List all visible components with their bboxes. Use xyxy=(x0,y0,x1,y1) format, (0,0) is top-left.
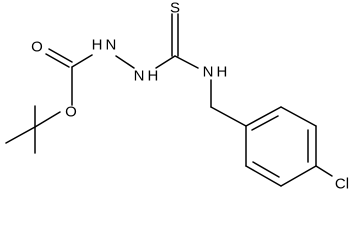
bond-ring-4-5 xyxy=(280,165,317,187)
atom-carbonyl-oxygen: O xyxy=(31,39,43,56)
atom-labels: O O H N N H S N H Cl xyxy=(31,0,349,193)
bond-thiocarbonyl-c-nh xyxy=(174,55,199,69)
atom-chlorine: Cl xyxy=(335,176,349,193)
molecule-structure: O O H N N H S N H Cl xyxy=(5,0,349,193)
bond-ring-inner-c xyxy=(252,161,280,178)
bond-carbonyl-double-b xyxy=(48,48,73,63)
atom-sulfur: S xyxy=(170,0,180,17)
bond-n-n xyxy=(115,55,135,69)
bond-carbonyl-c-nh xyxy=(71,54,93,68)
atom-hydrazine-nh-left: H N xyxy=(92,37,117,54)
bond-ring-chlorine xyxy=(315,165,333,177)
bonds xyxy=(5,13,333,187)
bond-nh-thiocarbonyl-c xyxy=(155,55,176,69)
bond-tbu-oxygen xyxy=(34,111,61,128)
bond-tbu-methyl-left xyxy=(5,126,36,144)
atom-ester-oxygen: O xyxy=(65,104,77,121)
atom-hydrazine-nh-right: N H xyxy=(134,68,159,85)
bond-ring-inner-a xyxy=(251,115,279,131)
bond-ring-2-3 xyxy=(280,106,317,127)
bond-carbonyl-double-a xyxy=(45,53,70,68)
bond-ch2-ring xyxy=(210,106,247,127)
bond-ring-1-2 xyxy=(245,106,282,127)
atom-thiourea-nh: N H xyxy=(203,64,228,81)
bond-ring-5-6 xyxy=(245,165,282,187)
